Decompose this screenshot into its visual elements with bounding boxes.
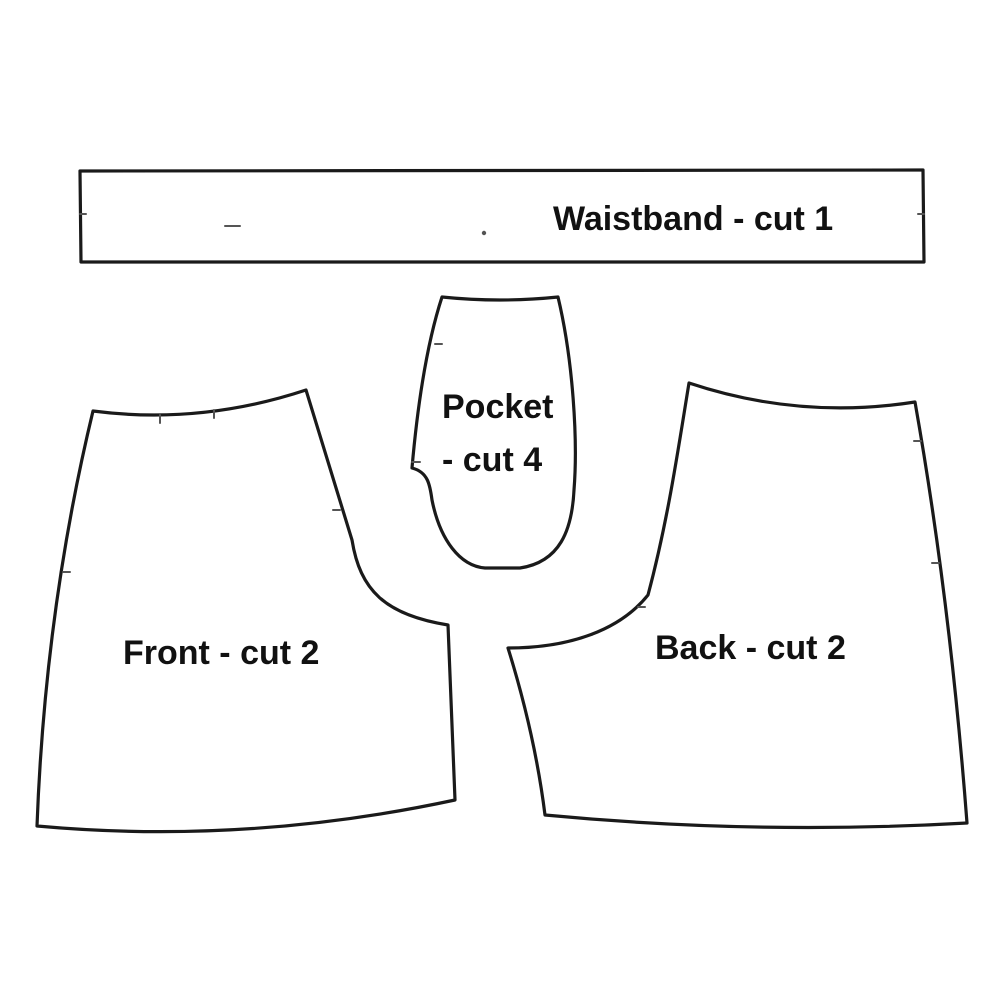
front-piece: Front - cut 2 xyxy=(35,388,457,834)
pocket-outline xyxy=(410,295,577,570)
back-label: Back - cut 2 xyxy=(655,629,846,667)
waistband-outline xyxy=(78,168,926,264)
front-outline xyxy=(35,388,457,834)
pocket-piece: Pocket - cut 4 xyxy=(410,295,577,570)
pocket-label-line2: - cut 4 xyxy=(442,441,542,479)
back-piece: Back - cut 2 xyxy=(506,381,969,830)
waistband-mark-dot xyxy=(481,230,487,236)
waistband-piece: Waistband - cut 1 xyxy=(78,168,926,264)
pocket-label-line1: Pocket xyxy=(442,388,554,426)
front-label: Front - cut 2 xyxy=(123,634,319,672)
back-outline xyxy=(506,381,969,830)
waistband-label: Waistband - cut 1 xyxy=(553,200,833,238)
